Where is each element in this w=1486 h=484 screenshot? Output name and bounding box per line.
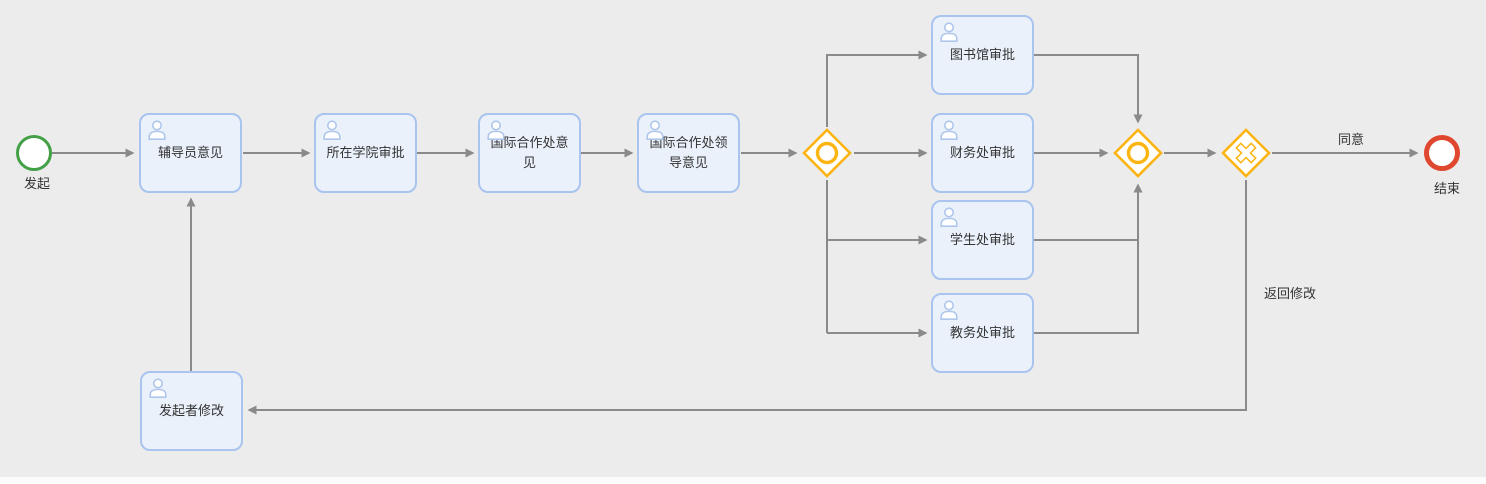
task-label: 辅导员意见: [157, 145, 223, 160]
task-label: 发起者修改: [158, 403, 224, 418]
canvas-bottom-strip: [0, 477, 1486, 484]
circle-gateway-icon: [1126, 141, 1150, 165]
task-label: 财务处审批: [949, 145, 1015, 160]
task-counselor-opinion[interactable]: 辅导员意见: [139, 113, 242, 193]
task-intl-office-opinion[interactable]: 国际合作处意见: [478, 113, 581, 193]
flow-label-return-modify: 返回修改: [1264, 286, 1317, 301]
person-icon: [146, 119, 168, 141]
person-icon: [938, 21, 960, 43]
flow-label-agree: 同意: [1337, 132, 1364, 147]
task-college-approval[interactable]: 所在学院审批: [314, 113, 417, 193]
task-label: 学生处审批: [949, 232, 1015, 247]
gateway-inclusive-split[interactable]: [801, 127, 853, 179]
person-icon: [485, 119, 507, 141]
flow-split-to-library: [826, 50, 928, 127]
start-event[interactable]: [16, 135, 52, 171]
flow-decision-to-initiator-modify: [247, 180, 1247, 415]
person-icon: [644, 119, 666, 141]
person-icon: [938, 119, 960, 141]
task-label: 图书馆审批: [949, 47, 1015, 62]
person-icon: [938, 299, 960, 321]
task-finance-approval[interactable]: 财务处审批: [931, 113, 1034, 193]
person-icon: [147, 377, 169, 399]
task-label: 国际合作处意见: [490, 135, 569, 170]
task-label: 国际合作处领导意见: [649, 135, 728, 170]
task-library-approval[interactable]: 图书馆审批: [931, 15, 1034, 95]
flow-library-to-join: [1034, 54, 1143, 124]
task-label: 所在学院审批: [326, 145, 405, 160]
start-event-label: 发起: [23, 176, 50, 191]
task-student-affairs-approval[interactable]: 学生处审批: [931, 200, 1034, 280]
task-intl-leader-opinion[interactable]: 国际合作处领导意见: [637, 113, 740, 193]
task-academic-affairs-approval[interactable]: 教务处审批: [931, 293, 1034, 373]
flow-academic-to-join: [1034, 240, 1139, 334]
task-label: 教务处审批: [949, 325, 1015, 340]
person-icon: [321, 119, 343, 141]
task-initiator-modify[interactable]: 发起者修改: [140, 371, 243, 451]
x-gateway-icon: [1235, 142, 1257, 164]
person-icon: [938, 206, 960, 228]
end-event[interactable]: [1424, 135, 1460, 171]
gateway-exclusive-decision[interactable]: [1220, 127, 1272, 179]
gateway-inclusive-join[interactable]: [1112, 127, 1164, 179]
end-event-label: 结束: [1433, 181, 1460, 196]
circle-gateway-icon: [815, 141, 839, 165]
